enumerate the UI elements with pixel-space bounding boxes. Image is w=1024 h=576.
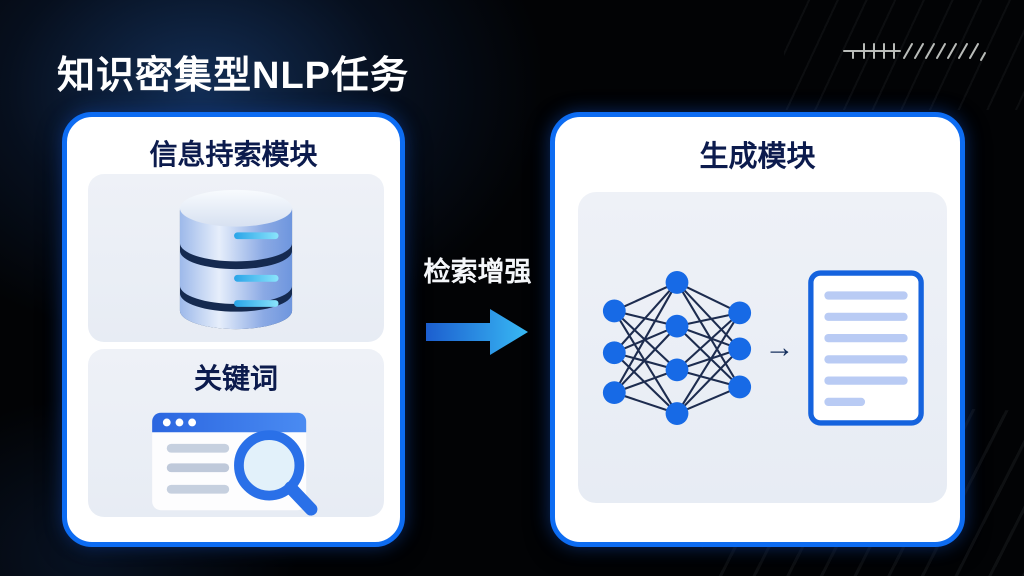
generation-panel: → xyxy=(578,192,947,503)
output-arrow-icon: → xyxy=(764,330,795,364)
connector-label: 检索增强 xyxy=(423,257,532,287)
neural-network-icon xyxy=(602,270,751,425)
keyword-panel: 关键词 xyxy=(88,349,384,517)
database-icon xyxy=(179,189,293,329)
retrieval-augmentation-connector: 检索增强 xyxy=(405,250,550,357)
page-title: 知识密集型NLP任务 xyxy=(57,55,410,97)
retrieval-module-card: 信息持索模块 xyxy=(62,112,405,547)
browser-search-icon xyxy=(152,412,318,516)
generation-module-card: 生成模块 → xyxy=(550,112,965,547)
right-arrow-icon xyxy=(425,309,528,355)
generation-module-title: 生成模块 xyxy=(699,141,816,173)
retrieval-module-title: 信息持索模块 xyxy=(149,139,318,170)
keyword-label: 关键词 xyxy=(193,363,278,394)
document-icon xyxy=(807,269,924,426)
database-panel xyxy=(88,174,384,342)
hatch-decoration-icon xyxy=(843,43,986,61)
